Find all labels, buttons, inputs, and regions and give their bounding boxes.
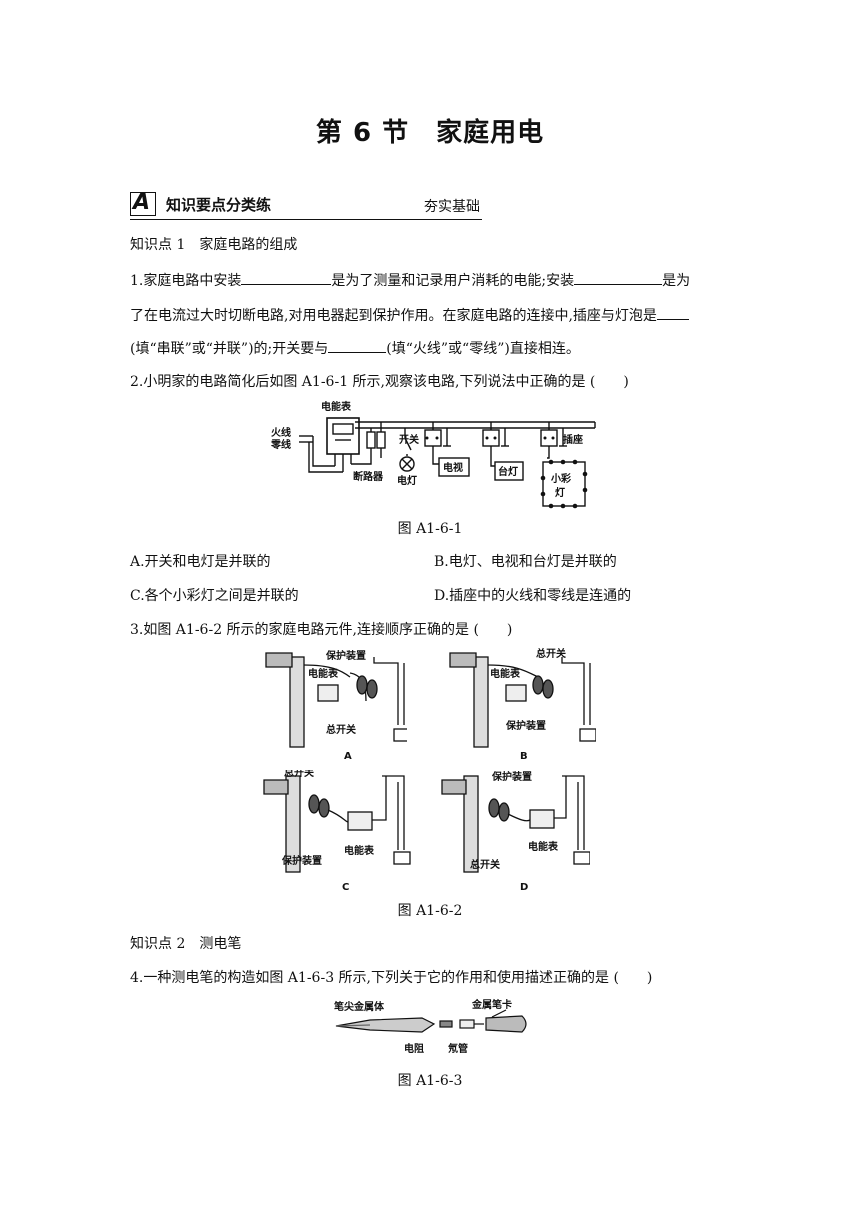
figure-a1-6-2-panel-a: 保护装置 电能表 总开关 A [265, 649, 407, 762]
fig2-c-label-meter: 电能表 [344, 844, 375, 857]
figure-a1-6-2-panel-c: 总开关 电能表 保护装置 C [263, 770, 411, 892]
question-4: 4.一种测电笔的构造如图 A1-6-3 所示,下列关于它的作用和使用描述正确的是… [130, 970, 653, 986]
q1-blank-1[interactable] [241, 270, 332, 285]
fig3-label-neon: 氖管 [448, 1042, 468, 1055]
fig2-c-letter: C [342, 882, 349, 892]
section-letter-box: A [130, 190, 156, 216]
q2-option-c[interactable]: C.各个小彩灯之间是并联的 [130, 588, 299, 604]
fig2-a-letter: A [344, 751, 352, 762]
section-banner: A 知识要点分类练 夯实基础 [130, 190, 482, 220]
figure-a1-6-3-caption: 图 A1-6-3 [397, 1073, 463, 1089]
fig2-d-label-main: 总开关 [470, 858, 500, 871]
fig1-label-tv: 电视 [443, 461, 463, 474]
q2-option-b[interactable]: B.电灯、电视和台灯是并联的 [434, 554, 617, 570]
fig3-label-clip: 金属笔卡 [471, 998, 512, 1011]
fig2-c-label-protect: 保护装置 [281, 854, 322, 867]
question-2: 2.小明家的电路简化后如图 A1-6-1 所示,观察该电路,下列说法中正确的是 … [130, 374, 629, 390]
knowledge-point-2: 知识点 2 测电笔 [130, 936, 242, 952]
fig2-a-label-meter: 电能表 [308, 667, 339, 680]
q1-text-c: 是为 [662, 273, 691, 289]
fig2-b-label-protect: 保护装置 [505, 719, 546, 732]
q2-option-a[interactable]: A.开关和电灯是并联的 [130, 554, 271, 570]
fig3-label-tip: 笔尖金属体 [334, 1000, 385, 1013]
q1-blank-4[interactable] [328, 338, 387, 353]
fig2-b-label-meter: 电能表 [490, 667, 521, 680]
figure-a1-6-2-panel-b: 总开关 电能表 保护装置 B [449, 647, 596, 762]
fig1-label-small-lamps-1: 小彩 [550, 472, 571, 485]
fig1-label-socket: 插座 [563, 433, 583, 446]
section-title: 知识要点分类练 [166, 196, 272, 214]
fig2-b-label-main: 总开关 [536, 647, 566, 660]
fig2-a-label-protect: 保护装置 [325, 649, 366, 662]
section-rule [130, 219, 482, 220]
fig2-a-label-main: 总开关 [326, 723, 356, 736]
figure-a1-6-1-caption: 图 A1-6-1 [397, 521, 463, 537]
fig3-label-resistor: 电阻 [404, 1042, 424, 1055]
fig1-label-meter: 电能表 [321, 400, 352, 413]
page-title: 第 6 节 家庭用电 [315, 118, 545, 148]
section-letter: A [133, 190, 151, 215]
q1-blank-3[interactable] [656, 305, 689, 320]
q1-text-f: (填“火线”或“零线”)直接相连。 [386, 341, 580, 357]
fig2-d-label-meter: 电能表 [528, 840, 559, 853]
fig1-label-switch: 开关 [399, 433, 419, 446]
question-1-line-3: (填“串联”或“并联”)的;开关要与 (填“火线”或“零线”)直接相连。 [130, 338, 580, 359]
fig2-b-letter: B [520, 751, 528, 762]
fig1-label-neutral: 零线 [270, 438, 291, 451]
q1-blank-2[interactable] [574, 270, 663, 285]
question-3: 3.如图 A1-6-2 所示的家庭电路元件,连接顺序正确的是 ( ) [130, 622, 513, 638]
fig1-label-desk-lamp: 台灯 [498, 465, 518, 478]
fig2-d-letter: D [520, 882, 528, 892]
fig2-d-label-protect: 保护装置 [491, 770, 532, 783]
figure-a1-6-1-circuit: 火线 零线 电能表 断路器 开关 电灯 电视 台灯 插座 小彩 灯 [270, 400, 596, 509]
fig1-label-breaker: 断路器 [353, 470, 384, 483]
q1-text-a: 1.家庭电路中安装 [130, 273, 242, 289]
fig1-label-small-lamps-2: 灯 [555, 486, 565, 499]
fig2-c-label-main: 总开关 [284, 770, 314, 779]
knowledge-point-1: 知识点 1 家庭电路的组成 [130, 237, 298, 253]
figure-a1-6-2-caption: 图 A1-6-2 [397, 903, 463, 919]
q1-text-b: 是为了测量和记录用户消耗的电能;安装 [331, 273, 575, 289]
figure-a1-6-2-panel-d: 保护装置 电能表 总开关 D [441, 770, 590, 892]
q2-option-d[interactable]: D.插座中的火线和零线是连通的 [434, 588, 632, 604]
fig1-label-lamp: 电灯 [397, 474, 417, 487]
q1-text-d: 了在电流过大时切断电路,对用电器起到保护作用。在家庭电路的连接中,插座与灯泡是 [130, 308, 657, 324]
fig1-label-live: 火线 [271, 426, 291, 439]
question-1-line-2: 了在电流过大时切断电路,对用电器起到保护作用。在家庭电路的连接中,插座与灯泡是 [130, 305, 689, 326]
question-1-line-1: 1.家庭电路中安装 是为了测量和记录用户消耗的电能;安装 是为 [130, 270, 690, 291]
section-subtitle: 夯实基础 [424, 199, 480, 215]
q1-text-e: (填“串联”或“并联”)的;开关要与 [130, 341, 329, 357]
figure-a1-6-3-test-pen: 笔尖金属体 金属笔卡 电阻 氖管 [334, 998, 527, 1055]
